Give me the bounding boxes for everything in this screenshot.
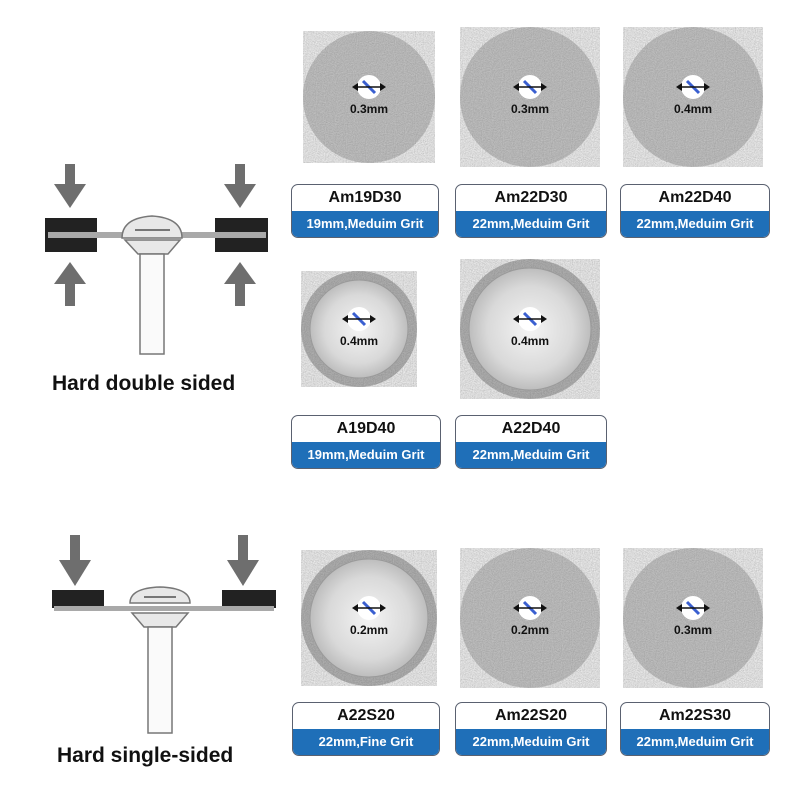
down-arrow-icon bbox=[59, 535, 91, 586]
clamp-block-right bbox=[222, 590, 276, 608]
thickness-label: 0.4mm bbox=[673, 102, 713, 116]
diamond-disc-a22s20 bbox=[301, 550, 437, 686]
product-spec: 22mm,Meduim Grit bbox=[456, 442, 606, 468]
clamp-block-left bbox=[52, 590, 104, 608]
down-arrow-icon bbox=[224, 164, 256, 208]
product-code: A22S20 bbox=[337, 707, 395, 724]
product-code: A22D40 bbox=[501, 420, 561, 437]
diamond-disc-am22s20 bbox=[460, 548, 600, 688]
thickness-label: 0.3mm bbox=[673, 623, 713, 637]
down-arrow-icon bbox=[54, 164, 86, 208]
product-spec: 19mm,Meduim Grit bbox=[292, 211, 438, 237]
double-arrow-icon bbox=[676, 83, 710, 91]
diamond-disc-am22s30 bbox=[623, 548, 763, 688]
up-arrow-icon bbox=[224, 262, 256, 306]
diamond-disc-a22d40 bbox=[460, 259, 600, 399]
diamond-disc-am22d30 bbox=[460, 27, 600, 167]
product-card: A22D40 22mm,Meduim Grit bbox=[455, 415, 607, 469]
product-spec: 19mm,Meduim Grit bbox=[292, 442, 440, 468]
product-code: Am22D30 bbox=[494, 189, 568, 206]
thickness-label: 0.2mm bbox=[510, 623, 550, 637]
disc-edge bbox=[54, 606, 274, 611]
thickness-label: 0.4mm bbox=[510, 334, 550, 348]
product-card: Am22S20 22mm,Meduim Grit bbox=[455, 702, 607, 756]
product-spec: 22mm,Meduim Grit bbox=[456, 211, 606, 237]
double-arrow-icon bbox=[513, 604, 547, 612]
thickness-label: 0.3mm bbox=[510, 102, 550, 116]
section-caption-single: Hard single-sided bbox=[57, 744, 234, 767]
double-arrow-icon bbox=[342, 315, 376, 323]
thickness-label: 0.4mm bbox=[339, 334, 379, 348]
mandrel-rod bbox=[147, 626, 173, 734]
product-code: Am22S20 bbox=[494, 707, 568, 724]
thickness-label: 0.3mm bbox=[349, 102, 389, 116]
double-arrow-icon bbox=[513, 315, 547, 323]
product-code: Am19D30 bbox=[328, 189, 402, 206]
mandrel-rod bbox=[139, 253, 165, 355]
diamond-disc-am22d40 bbox=[623, 27, 763, 167]
product-card: Am19D30 19mm,Meduim Grit bbox=[291, 184, 439, 238]
up-arrow-icon bbox=[54, 262, 86, 306]
product-code: A19D40 bbox=[336, 420, 396, 437]
diamond-disc-am19d30 bbox=[303, 31, 435, 163]
product-card: A22S20 22mm,Fine Grit bbox=[292, 702, 440, 756]
product-spec: 22mm,Meduim Grit bbox=[621, 211, 769, 237]
double-sided-diagram bbox=[45, 164, 268, 355]
product-code: Am22D40 bbox=[658, 189, 732, 206]
product-card: Am22D30 22mm,Meduim Grit bbox=[455, 184, 607, 238]
diamond-disc-a19d40 bbox=[301, 271, 417, 387]
mandrel-screw-head bbox=[121, 215, 183, 239]
thickness-label: 0.2mm bbox=[349, 623, 389, 637]
product-spec: 22mm,Fine Grit bbox=[293, 729, 439, 755]
double-arrow-icon bbox=[352, 83, 386, 91]
product-spec: 22mm,Meduim Grit bbox=[621, 729, 769, 755]
product-card: Am22S30 22mm,Meduim Grit bbox=[620, 702, 770, 756]
product-card: A19D40 19mm,Meduim Grit bbox=[291, 415, 441, 469]
mandrel-screw-head bbox=[129, 586, 191, 604]
double-arrow-icon bbox=[513, 83, 547, 91]
product-spec: 22mm,Meduim Grit bbox=[456, 729, 606, 755]
double-arrow-icon bbox=[352, 604, 386, 612]
product-card: Am22D40 22mm,Meduim Grit bbox=[620, 184, 770, 238]
double-arrow-icon bbox=[676, 604, 710, 612]
section-caption-double: Hard double sided bbox=[52, 372, 236, 395]
single-sided-diagram bbox=[52, 535, 276, 734]
down-arrow-icon bbox=[227, 535, 259, 586]
product-code: Am22S30 bbox=[658, 707, 732, 724]
